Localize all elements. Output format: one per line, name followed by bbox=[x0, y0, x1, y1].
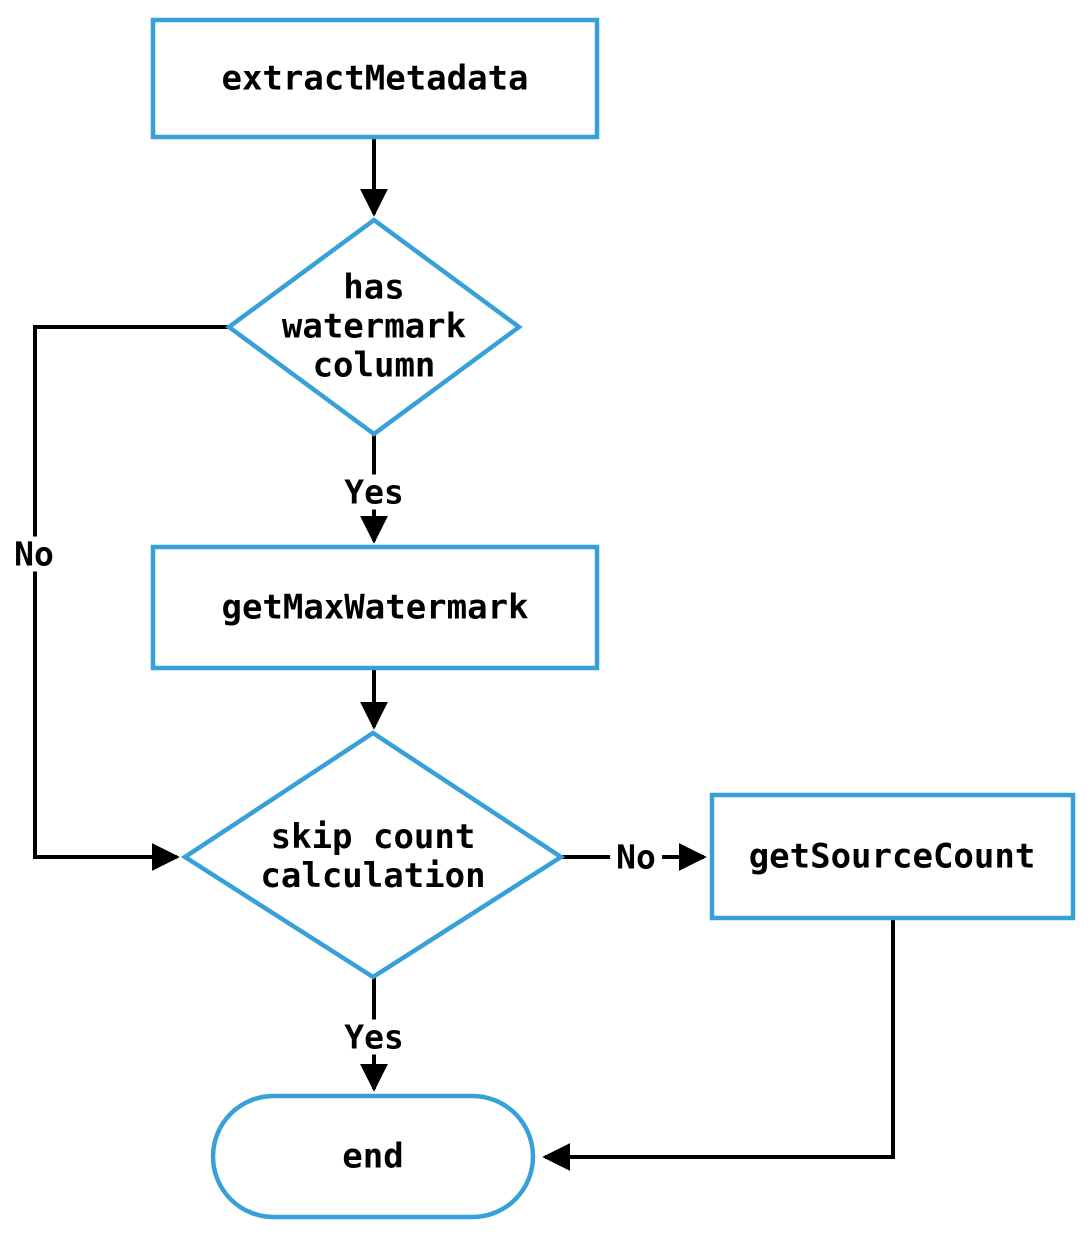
edge-label-no-skipcount: No bbox=[610, 839, 662, 875]
node-end-label: end bbox=[342, 1136, 404, 1177]
node-extractmetadata-label: extractMetadata bbox=[221, 58, 529, 99]
node-haswatermark-shape bbox=[225, 217, 523, 437]
node-extractmetadata-shape bbox=[150, 17, 600, 140]
node-getsourcecount-label: getSourceCount bbox=[748, 836, 1036, 877]
node-getmaxwatermark-shape bbox=[150, 544, 600, 671]
node-haswatermark-label: has watermark column bbox=[281, 267, 467, 386]
node-end-shape bbox=[210, 1093, 536, 1220]
edge-haswatermark-no-to-skipcount bbox=[33, 325, 230, 871]
edge-label-yes-skipcount: Yes bbox=[338, 1019, 410, 1055]
edge-label-yes-haswatermark: Yes bbox=[338, 474, 410, 510]
edge-label-no-haswatermark: No bbox=[8, 536, 60, 572]
node-skipcount-label: skip count calculation bbox=[260, 816, 486, 896]
node-getmaxwatermark-label: getMaxWatermark bbox=[221, 587, 529, 628]
node-getsourcecount-shape bbox=[709, 792, 1076, 921]
edge-getsourcecount-to-end bbox=[542, 918, 895, 1171]
node-skipcount-shape bbox=[180, 730, 566, 980]
